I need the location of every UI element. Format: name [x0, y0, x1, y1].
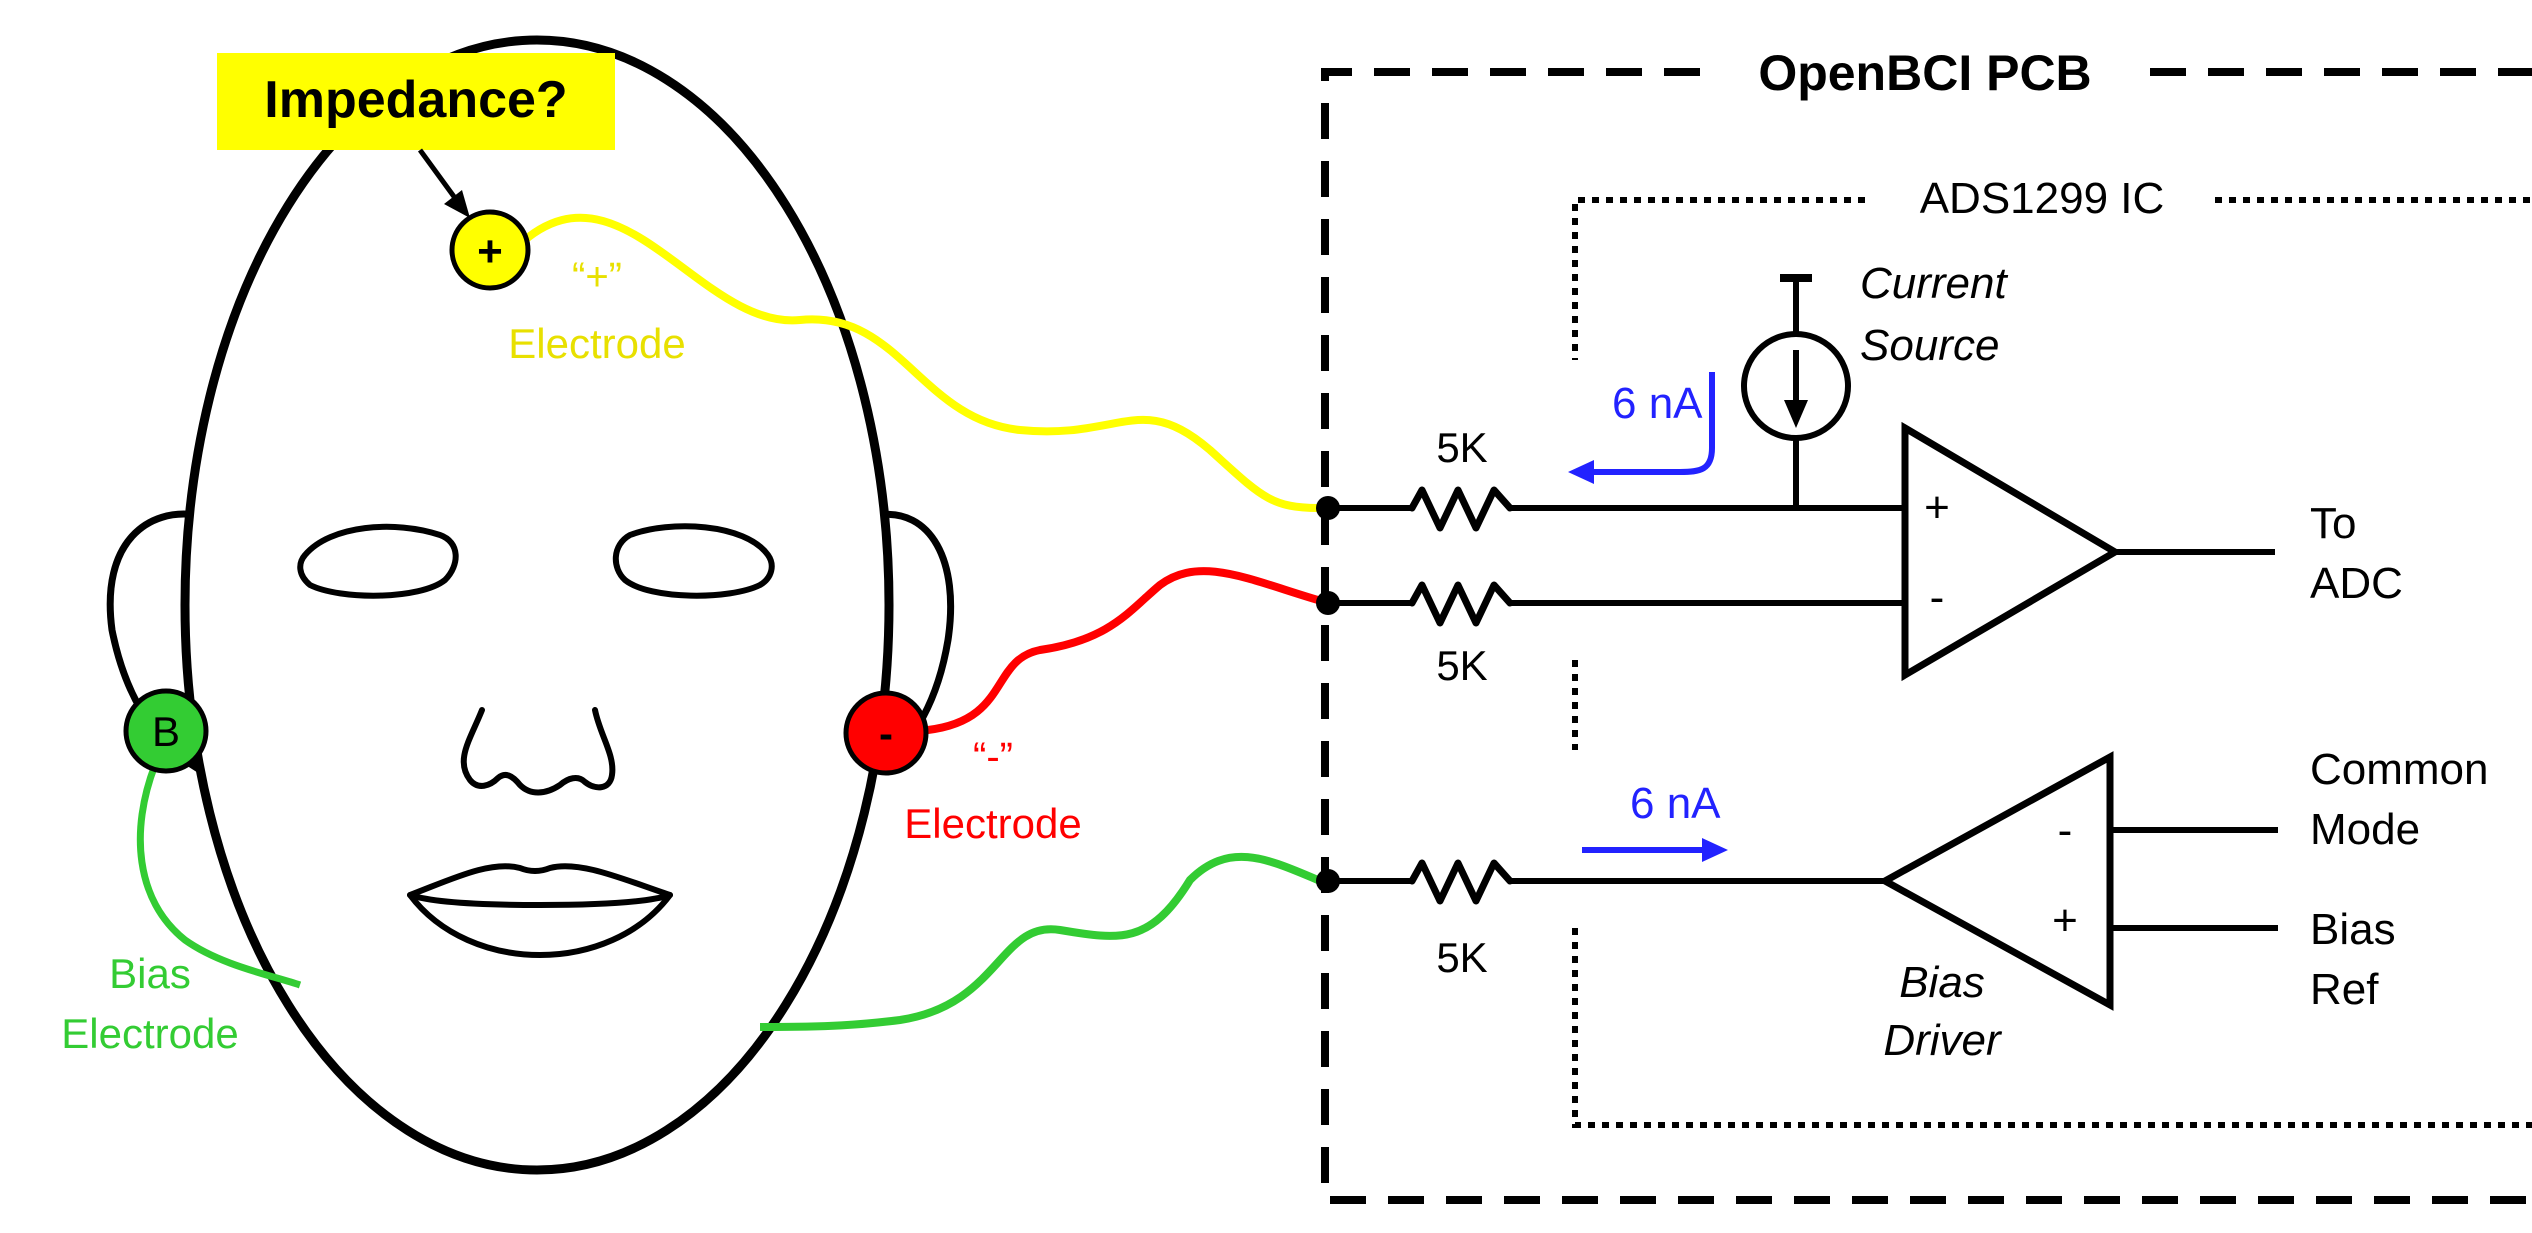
- negative-electrode-symbol: -: [879, 710, 893, 757]
- current-arrows: 6 nA 6 nA: [1568, 372, 1728, 862]
- cables: [136, 213, 1320, 1031]
- callout-text: Impedance?: [264, 71, 567, 129]
- resistor-positive: [1408, 486, 1514, 532]
- bias-driver-label-1: Bias: [1899, 958, 1985, 1007]
- impedance-callout: Impedance?: [217, 53, 615, 218]
- common-mode-label-1: Common: [2310, 745, 2489, 794]
- resistor-negative-label: 5K: [1436, 642, 1487, 689]
- negative-electrode-label-top: “-”: [973, 735, 1013, 779]
- amplifier-plus: +: [1924, 483, 1950, 532]
- negative-electrode-label-bottom: Electrode: [904, 800, 1081, 847]
- ic-title: ADS1299 IC: [1920, 174, 2165, 223]
- negative-cable: [927, 567, 1320, 734]
- mouth-lower: [407, 892, 673, 958]
- callout-arrow-line: [417, 148, 458, 200]
- resistor-positive-label: 5K: [1436, 424, 1487, 471]
- current-source-label-2: Source: [1860, 321, 1999, 370]
- bias-driver-triangle: [1877, 751, 2114, 1011]
- head-drawing: [106, 35, 955, 1175]
- current-arrow-top-head: [1568, 460, 1594, 484]
- callout-box: [217, 53, 615, 150]
- bias-ref-label-1: Bias: [2310, 905, 2396, 954]
- bias-cable-left: [136, 763, 302, 989]
- pcb-title: OpenBCI PCB: [1758, 45, 2091, 101]
- current-arrow-bottom-head: [1702, 838, 1728, 862]
- amplifier-minus: -: [1930, 573, 1945, 622]
- pcb-title-bg: [1705, 35, 2145, 105]
- current-arrow-top: [1590, 372, 1715, 475]
- output-label-2: ADC: [2310, 559, 2403, 608]
- pcb-board: OpenBCI PCB: [1321, 35, 2532, 1204]
- pcb-border: [1321, 68, 2532, 1204]
- bias-driver-minus: -: [2058, 806, 2073, 855]
- differential-amplifier: + - To ADC: [1901, 421, 2403, 682]
- resistor-negative: [1408, 581, 1514, 627]
- bias-driver: - + Bias Driver Common Mode Bias Ref: [1877, 745, 2489, 1065]
- nose: [460, 707, 616, 796]
- callout-arrow-head: [444, 190, 470, 218]
- left-eye: [297, 523, 459, 599]
- resistor-bias-label: 5K: [1436, 934, 1487, 981]
- current-source-label-1: Current: [1860, 259, 2008, 308]
- circuit-wires: [1316, 496, 1905, 893]
- current-label-bottom: 6 nA: [1630, 779, 1721, 828]
- positive-electrode-circle: [449, 209, 531, 291]
- face-outline: [180, 35, 894, 1175]
- positive-electrode-label-top: “+”: [572, 255, 622, 299]
- current-source: Current Source: [1741, 259, 2008, 508]
- right-eye: [612, 523, 775, 599]
- bias-electrode-label-top: Bias: [109, 950, 191, 997]
- bias-cable-right: [759, 853, 1320, 1031]
- bias-driver-plus: +: [2052, 896, 2078, 945]
- negative-electrode: - “-” Electrode: [843, 690, 1082, 847]
- bias-driver-label-2: Driver: [1883, 1016, 2003, 1065]
- positive-cable: [515, 213, 1319, 512]
- positive-electrode-symbol: +: [477, 227, 503, 276]
- current-source-arrow-head: [1784, 400, 1808, 428]
- mouth-upper: [407, 863, 673, 908]
- negative-electrode-circle: [843, 690, 929, 776]
- resistor-bias: [1408, 859, 1514, 905]
- ads1299-ic: ADS1299 IC: [1572, 174, 2532, 1128]
- current-label-top: 6 nA: [1612, 379, 1703, 428]
- amplifier-triangle: [1901, 421, 2122, 682]
- output-label-1: To: [2310, 499, 2356, 548]
- bias-ref-label-2: Ref: [2310, 965, 2379, 1014]
- bias-electrode-label-bottom: Electrode: [61, 1010, 238, 1057]
- resistors: 5K 5K 5K: [1408, 424, 1514, 981]
- positive-electrode-label-bottom: Electrode: [508, 320, 685, 367]
- bias-electrode-symbol: B: [152, 708, 180, 755]
- ic-border-top: [1572, 197, 1865, 360]
- bias-electrode: B Bias Electrode: [61, 688, 239, 1057]
- positive-electrode: + “+” Electrode: [449, 209, 686, 367]
- bias-electrode-circle: [123, 688, 209, 774]
- ic-border-bottom: [1572, 928, 2532, 1128]
- common-mode-label-2: Mode: [2310, 805, 2420, 854]
